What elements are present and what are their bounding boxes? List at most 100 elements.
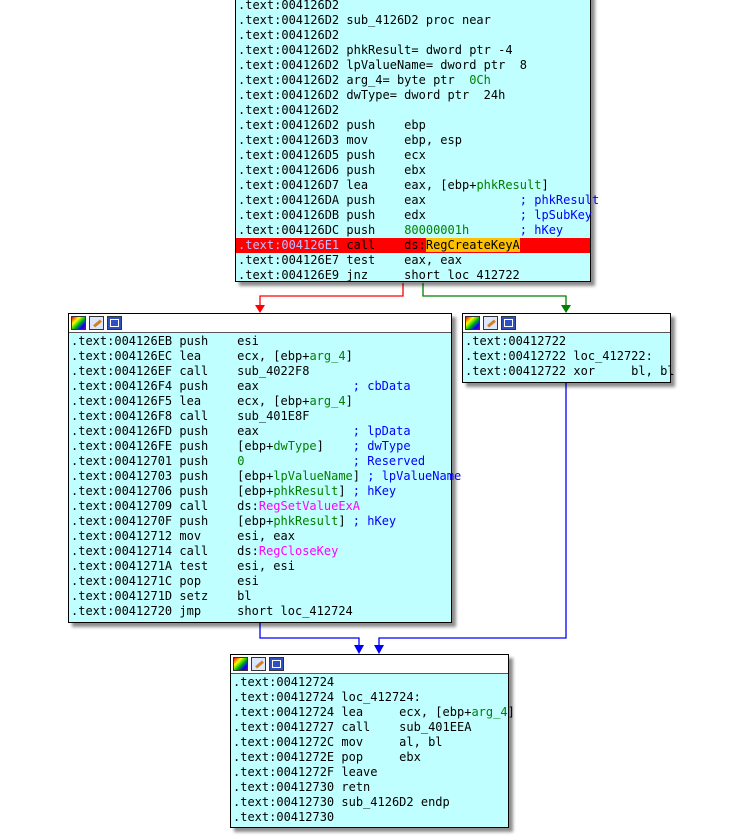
instruction-line[interactable]: .text:004126D2 sub_4126D2 proc near [238, 13, 590, 28]
instruction-text: phkResult [273, 484, 339, 498]
instruction-line[interactable]: .text:004126EC lea ecx, [ebp+arg_4] [71, 349, 451, 364]
group-nodes-icon[interactable] [269, 657, 284, 671]
address: .text:004126D5 [238, 148, 340, 162]
instruction-line[interactable]: .text:004126E7 test eax, eax [238, 253, 590, 268]
address: .text:00412727 [233, 720, 335, 734]
address: .text:00412714 [71, 544, 173, 558]
instruction-line[interactable]: .text:004126F8 call sub_401E8F [71, 409, 451, 424]
instruction-text: push ebx [339, 163, 426, 177]
address: .text:004126E7 [238, 253, 340, 267]
instruction-line[interactable]: .text:00412703 push [ebp+lpValueName] ; … [71, 469, 461, 484]
address: .text:004126D2 [238, 73, 340, 87]
instruction-line[interactable]: .text:004126EB push esi [71, 334, 451, 349]
instruction-line[interactable]: .text:004126D3 mov ebp, esp [238, 133, 590, 148]
instruction-line[interactable]: .text:004126D2 [238, 103, 590, 118]
highlighted-instruction-line[interactable]: .text:004126E1 call ds:RegCreateKeyA [236, 238, 590, 253]
address: .text:004126D2 [238, 43, 340, 57]
address: .text:004126E9 [238, 268, 340, 282]
instruction-line[interactable]: .text:00412724 lea ecx, [ebp+arg_4] [233, 705, 515, 720]
instruction-line[interactable]: .text:004126D2 phkResult= dword ptr -4 [238, 43, 590, 58]
instruction-line[interactable]: .text:004126D2 arg_4= byte ptr 0Ch [238, 73, 590, 88]
instruction-line[interactable]: .text:004126DB push edx ; lpSubKey [238, 208, 592, 223]
edge-true [422, 283, 567, 306]
group-nodes-icon[interactable] [501, 316, 516, 330]
instruction-text: sub_4126D2 endp [334, 795, 450, 809]
instruction-line[interactable]: .text:004126DA push eax ; phkResult [238, 193, 599, 208]
address: .text:004126F8 [71, 409, 173, 423]
instruction-line[interactable]: .text:004126DC push 80000001h ; hKey [238, 223, 590, 238]
instruction-line[interactable]: .text:00412714 call ds:RegCloseKey [71, 544, 451, 559]
color-icon[interactable] [71, 316, 86, 330]
instruction-line[interactable]: .text:0041270F push [ebp+phkResult] ; hK… [71, 514, 451, 529]
instruction-line[interactable]: .text:00412722 [465, 334, 670, 349]
instruction-text: ] [345, 394, 353, 408]
instruction-line[interactable]: .text:004126D2 dwType= dword ptr 24h [238, 88, 590, 103]
address: .text:004126F4 [71, 379, 173, 393]
instruction-text: lea ecx, [ebp+ [172, 394, 310, 408]
instruction-line[interactable]: .text:00412730 [233, 810, 508, 825]
instruction-line[interactable]: .text:00412706 push [ebp+phkResult] ; hK… [71, 484, 451, 499]
node-header [69, 314, 451, 333]
instruction-text: arg_4= byte ptr [339, 73, 470, 87]
instruction-text: arg_4 [309, 349, 346, 363]
instruction-text: loc_412722: [566, 349, 653, 363]
instruction-line[interactable]: .text:0041271A test esi, esi [71, 559, 451, 574]
instruction-text: 0 [237, 454, 245, 468]
instruction-line[interactable]: .text:004126EF call sub_4022F8 [71, 364, 451, 379]
instruction-line[interactable]: .text:004126D2 lpValueName= dword ptr 8 [238, 58, 590, 73]
instruction-line[interactable]: .text:0041272F leave [233, 765, 508, 780]
color-icon[interactable] [233, 657, 248, 671]
instruction-line[interactable]: .text:00412722 loc_412722: [465, 349, 670, 364]
instruction-text: 80000001h [404, 223, 470, 237]
instruction-line[interactable]: .text:004126D2 [238, 0, 590, 13]
instruction-line[interactable]: .text:004126D7 lea eax, [ebp+phkResult] [238, 178, 590, 193]
instruction-line[interactable]: .text:0041271D setz bl [71, 589, 451, 604]
address: .text:004126D3 [238, 133, 340, 147]
instruction-line[interactable]: .text:00412709 call ds:RegSetValueExA [71, 499, 451, 514]
api-call-name: RegSetValueExA [258, 499, 361, 513]
instruction-line[interactable]: .text:0041272E pop ebx [233, 750, 508, 765]
rename-icon[interactable] [89, 316, 104, 330]
instruction-line[interactable]: .text:004126FE push [ebp+dwType] ; dwTyp… [71, 439, 451, 454]
edge-true-arrow [561, 305, 571, 313]
node-loc-412722[interactable]: .text:00412722.text:00412722 loc_412722:… [462, 313, 675, 383]
color-icon[interactable] [465, 316, 480, 330]
instruction-line[interactable]: .text:004126D5 push ecx [238, 148, 590, 163]
node-header [463, 314, 670, 333]
instruction-line[interactable]: .text:004126F5 lea ecx, [ebp+arg_4] [71, 394, 451, 409]
api-call-name: RegCreateKeyA [425, 238, 520, 252]
instruction-text: ] [507, 705, 515, 719]
address: .text:00412722 [465, 334, 567, 348]
node-loc-412724[interactable]: .text:00412724.text:00412724 loc_412724:… [230, 654, 515, 828]
rename-icon[interactable] [483, 316, 498, 330]
instruction-line[interactable]: .text:0041271C pop esi [71, 574, 451, 589]
edge-right-bottom-arrow [374, 645, 384, 654]
group-nodes-icon[interactable] [107, 316, 122, 330]
instruction-line[interactable]: .text:00412730 retn [233, 780, 508, 795]
instruction-text: lpValueName [273, 469, 353, 483]
instruction-line[interactable]: .text:00412722 xor bl, bl [465, 364, 675, 379]
instruction-line[interactable]: .text:004126D6 push ebx [238, 163, 590, 178]
node-sub-4126d2-entry[interactable]: .text:004126D2.text:004126D2 sub_4126D2 … [235, 0, 599, 283]
instruction-line[interactable]: .text:004126F4 push eax ; cbData [71, 379, 451, 394]
instruction-line[interactable]: .text:004126E9 jnz short loc_412722 [238, 268, 590, 283]
instruction-text: phkResult [273, 514, 339, 528]
instruction-line[interactable]: .text:00412730 sub_4126D2 endp [233, 795, 508, 810]
instruction-line[interactable]: .text:004126D2 [238, 28, 590, 43]
instruction-line[interactable]: .text:00412720 jmp short loc_412724 [71, 604, 451, 619]
address: .text:004126FE [71, 439, 173, 453]
node-block-4126eb[interactable]: .text:004126EB push esi.text:004126EC le… [68, 313, 461, 623]
instruction-line[interactable]: .text:00412701 push 0 ; Reserved [71, 454, 451, 469]
instruction-line[interactable]: .text:004126D2 push ebp [238, 118, 590, 133]
address: .text:00412722 [465, 364, 567, 378]
instruction-line[interactable]: .text:00412724 loc_412724: [233, 690, 508, 705]
instruction-line[interactable]: .text:004126FD push eax ; lpData [71, 424, 451, 439]
instruction-text: push [172, 454, 238, 468]
instruction-line[interactable]: .text:00412712 mov esi, eax [71, 529, 451, 544]
address: .text:0041271D [71, 589, 173, 603]
rename-icon[interactable] [251, 657, 266, 671]
instruction-line[interactable]: .text:00412724 [233, 675, 508, 690]
instruction-line[interactable]: .text:00412727 call sub_401EEA [233, 720, 508, 735]
instruction-line[interactable]: .text:0041272C mov al, bl [233, 735, 508, 750]
address: .text:00412724 [233, 675, 335, 689]
